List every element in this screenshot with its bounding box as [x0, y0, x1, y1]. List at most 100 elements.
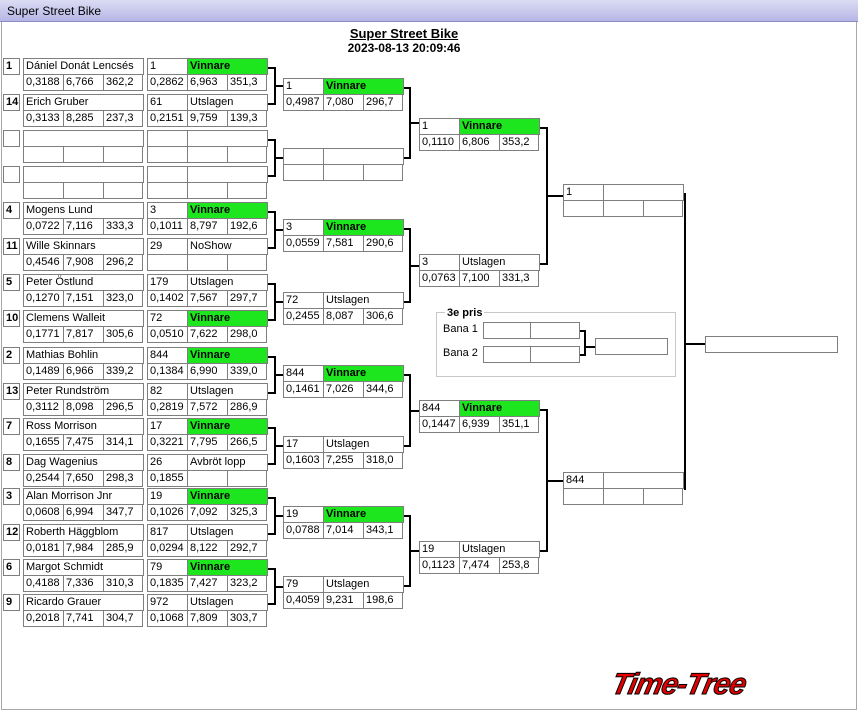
round1-entry-number[interactable]: 17 — [147, 418, 188, 435]
driver-stat[interactable]: 285,9 — [103, 540, 143, 557]
round1-entry-stat[interactable]: 0,1402 — [147, 290, 188, 307]
round1-entry-stat[interactable]: 0,3221 — [147, 434, 188, 451]
round2-entry-stat[interactable]: 198,6 — [363, 592, 403, 609]
driver-stat[interactable]: 304,7 — [103, 610, 143, 627]
round3-entry-number[interactable]: 844 — [419, 400, 460, 417]
driver-name[interactable]: Clemens Walleit — [23, 310, 144, 327]
driver-stat[interactable]: 0,1270 — [23, 290, 64, 307]
semifinal-stat[interactable] — [563, 200, 604, 217]
semifinal-stat[interactable] — [603, 200, 644, 217]
round3-entry-stat[interactable]: 0,0763 — [419, 270, 460, 287]
driver-stat[interactable]: 7,908 — [63, 254, 104, 271]
round1-entry-status[interactable]: Vinnare — [187, 202, 268, 219]
round2-entry-stat[interactable]: 7,255 — [323, 452, 364, 469]
round2-entry-stat[interactable]: 296,7 — [363, 94, 403, 111]
semifinal-number[interactable]: 844 — [563, 472, 604, 489]
round2-entry-stat[interactable]: 7,581 — [323, 235, 364, 252]
driver-stat[interactable]: 0,3112 — [23, 399, 64, 416]
driver-stat[interactable]: 296,2 — [103, 254, 143, 271]
driver-stat[interactable]: 7,475 — [63, 434, 104, 451]
round2-entry-stat[interactable]: 7,014 — [323, 522, 364, 539]
lane1-cell-b[interactable] — [530, 322, 580, 339]
round1-entry-stat[interactable]: 8,797 — [187, 218, 228, 235]
semifinal-stat[interactable] — [563, 488, 604, 505]
driver-name[interactable]: Alan Morrison Jnr — [23, 488, 144, 505]
driver-stat[interactable] — [63, 146, 104, 163]
round1-entry-status[interactable]: Utslagen — [187, 94, 268, 111]
round1-entry-stat[interactable] — [187, 254, 228, 271]
round1-entry-status[interactable]: Vinnare — [187, 58, 268, 75]
driver-name[interactable]: Ross Morrison — [23, 418, 144, 435]
round2-entry-stat[interactable]: 8,087 — [323, 308, 364, 325]
driver-name[interactable]: Dag Wagenius — [23, 454, 144, 471]
driver-stat[interactable]: 296,5 — [103, 399, 143, 416]
round3-entry-status[interactable]: Utslagen — [459, 541, 540, 558]
round2-entry-status[interactable]: Utslagen — [323, 292, 404, 309]
round2-entry-stat[interactable]: 344,6 — [363, 381, 403, 398]
round3-entry-stat[interactable]: 353,2 — [499, 134, 539, 151]
driver-name[interactable]: Peter Östlund — [23, 274, 144, 291]
round2-entry-status[interactable]: Vinnare — [323, 506, 404, 523]
driver-stat[interactable]: 0,1771 — [23, 326, 64, 343]
round1-entry-stat[interactable]: 298,0 — [227, 326, 267, 343]
driver-stat[interactable]: 6,966 — [63, 363, 104, 380]
round1-entry-stat[interactable] — [147, 182, 188, 199]
round1-entry-status[interactable] — [187, 130, 268, 147]
round1-entry-stat[interactable]: 6,990 — [187, 363, 228, 380]
driver-stat[interactable]: 6,766 — [63, 74, 104, 91]
round1-entry-status[interactable]: Utslagen — [187, 524, 268, 541]
round3-entry-number[interactable]: 19 — [419, 541, 460, 558]
driver-stat[interactable] — [63, 182, 104, 199]
round3-entry-stat[interactable]: 351,1 — [499, 416, 539, 433]
driver-stat[interactable]: 323,0 — [103, 290, 143, 307]
driver-name[interactable]: Roberth Häggblom — [23, 524, 144, 541]
round1-entry-stat[interactable] — [147, 254, 188, 271]
driver-stat[interactable] — [103, 182, 143, 199]
driver-name[interactable]: Erich Gruber — [23, 94, 144, 111]
round3-entry-stat[interactable]: 253,8 — [499, 557, 539, 574]
round1-entry-stat[interactable]: 325,3 — [227, 504, 267, 521]
round1-entry-number[interactable] — [147, 130, 188, 147]
driver-stat[interactable]: 362,2 — [103, 74, 143, 91]
driver-stat[interactable]: 237,3 — [103, 110, 143, 127]
round3-entry-status[interactable]: Utslagen — [459, 254, 540, 271]
driver-name[interactable]: Peter Rundström — [23, 383, 144, 400]
round2-entry-stat[interactable]: 318,0 — [363, 452, 403, 469]
driver-stat[interactable]: 7,984 — [63, 540, 104, 557]
round1-entry-stat[interactable]: 266,5 — [227, 434, 267, 451]
driver-stat[interactable]: 8,285 — [63, 110, 104, 127]
round2-entry-status[interactable] — [323, 148, 404, 165]
driver-stat[interactable]: 333,3 — [103, 218, 143, 235]
round2-entry-number[interactable]: 72 — [283, 292, 324, 309]
driver-name[interactable] — [23, 130, 144, 147]
round1-entry-stat[interactable]: 192,6 — [227, 218, 267, 235]
round2-entry-number[interactable]: 79 — [283, 576, 324, 593]
round1-entry-number[interactable]: 26 — [147, 454, 188, 471]
round1-entry-stat[interactable]: 8,122 — [187, 540, 228, 557]
round3-entry-stat[interactable]: 0,1123 — [419, 557, 460, 574]
round1-entry-stat[interactable]: 139,3 — [227, 110, 267, 127]
driver-stat[interactable]: 0,3133 — [23, 110, 64, 127]
round1-entry-stat[interactable]: 0,1835 — [147, 575, 188, 592]
round3-entry-status[interactable]: Vinnare — [459, 400, 540, 417]
semifinal-status[interactable] — [603, 472, 684, 489]
round2-entry-stat[interactable]: 9,231 — [323, 592, 364, 609]
driver-name[interactable]: Mogens Lund — [23, 202, 144, 219]
round2-entry-number[interactable]: 1 — [283, 78, 324, 95]
round3-entry-stat[interactable]: 7,100 — [459, 270, 500, 287]
driver-stat[interactable]: 8,098 — [63, 399, 104, 416]
driver-stat[interactable]: 7,650 — [63, 470, 104, 487]
round1-entry-number[interactable]: 19 — [147, 488, 188, 505]
semifinal-stat[interactable] — [643, 488, 683, 505]
semifinal-status[interactable] — [603, 184, 684, 201]
driver-stat[interactable]: 298,3 — [103, 470, 143, 487]
driver-stat[interactable] — [23, 146, 64, 163]
round1-entry-stat[interactable]: 323,2 — [227, 575, 267, 592]
round1-entry-stat[interactable]: 6,963 — [187, 74, 228, 91]
final-winner-cell[interactable] — [705, 336, 838, 353]
round1-entry-number[interactable]: 61 — [147, 94, 188, 111]
round1-entry-stat[interactable]: 0,1855 — [147, 470, 188, 487]
round1-entry-stat[interactable] — [227, 146, 267, 163]
round2-entry-stat[interactable]: 0,0559 — [283, 235, 324, 252]
round2-entry-number[interactable]: 844 — [283, 365, 324, 382]
